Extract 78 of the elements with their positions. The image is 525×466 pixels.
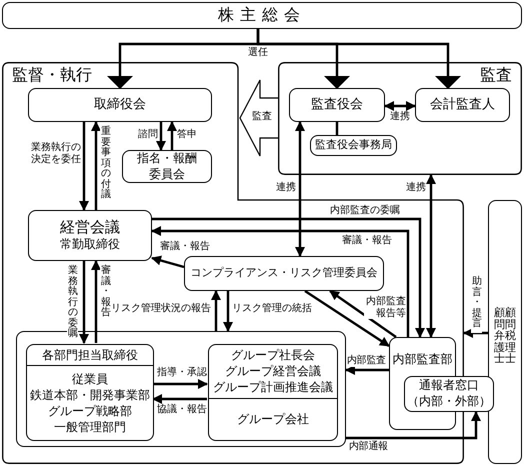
- arrow: [152, 394, 207, 404]
- edge-label: 助言・提言: [471, 277, 482, 333]
- box-text: グループ社長会: [231, 347, 315, 364]
- arrow: [211, 290, 221, 331]
- edge-label: 協議・報告: [157, 404, 207, 416]
- edge-label: リスク管理の統括: [232, 303, 312, 314]
- org-box: [26, 344, 154, 441]
- box-text: 一般管理部門: [54, 419, 126, 436]
- edge-label: 内部監査: [347, 355, 386, 366]
- advisor-panel: [488, 200, 522, 464]
- box-text: 経営会議: [60, 218, 120, 238]
- arrow: [329, 290, 397, 338]
- edge-label: 内部通報: [349, 441, 388, 452]
- arrow: [295, 121, 305, 257]
- org-box: [208, 344, 338, 441]
- arrow: [426, 174, 436, 338]
- arrow: [304, 290, 390, 347]
- arrow: [463, 328, 488, 338]
- org-box: [415, 88, 510, 122]
- box-text: 監査役会: [311, 96, 363, 114]
- arrow: [345, 365, 389, 375]
- edge-label: 連携: [276, 182, 296, 194]
- edge-label: 審議・報告: [160, 241, 210, 252]
- arrow: [384, 101, 416, 111]
- box-text: グループ会社: [237, 411, 309, 428]
- edge-label: 業務執行の決定を委任: [29, 142, 81, 165]
- box-text: 取締役会: [94, 96, 146, 114]
- org-box: [404, 376, 494, 412]
- connector-line: [336, 122, 338, 135]
- box-text: 従業員: [72, 370, 108, 387]
- edge-label: 内部監査の委嘱: [330, 205, 400, 216]
- edge-label: 連携: [390, 111, 410, 122]
- edge-label: リスク管理状況の報告: [111, 303, 211, 314]
- box-text: グループ戦略部: [48, 403, 132, 420]
- org-box: [122, 150, 212, 183]
- box-text: 会計監査人: [430, 96, 495, 114]
- meeting-bar: [2, 2, 522, 29]
- section-heading: 監督・執行: [12, 65, 92, 86]
- edge-label: 指導・承認: [157, 367, 207, 378]
- org-box: [28, 88, 212, 122]
- box-text: 常勤取締役: [60, 237, 120, 254]
- box-text: （内部・外部）: [407, 394, 491, 410]
- box-text: 内部監査部: [392, 352, 452, 368]
- edge-label: 諮問: [138, 129, 158, 140]
- edge-label: 連携: [406, 182, 426, 194]
- section-heading: 監査: [480, 65, 512, 86]
- org-box: [184, 256, 384, 291]
- arrow: [156, 122, 166, 151]
- arrow: [256, 29, 461, 89]
- section-panel: [278, 62, 522, 175]
- arrow: [153, 379, 208, 389]
- vertical-text: 顧問税理士: [505, 307, 516, 365]
- arrow: [346, 411, 481, 440]
- arrow: [151, 256, 184, 268]
- edge-label: 選任: [246, 47, 270, 58]
- box-text: コンプライアンス・リスク管理委員会: [190, 266, 378, 281]
- box-text: 鉄道本部・開発事業部: [30, 386, 150, 404]
- box-text: グループ計画推進会議: [213, 379, 333, 396]
- arrow: [223, 291, 233, 332]
- arrow: [79, 122, 89, 211]
- arrow: [167, 121, 177, 150]
- arrow: [79, 261, 89, 344]
- box-heading: 各部門担当取締役: [42, 347, 138, 364]
- edge-label: 審議・報告: [342, 235, 392, 246]
- box-text: グループ経営会議: [225, 363, 321, 380]
- edge-label: 監査: [251, 111, 273, 122]
- box-text: 監査役会事務局: [315, 138, 392, 153]
- edge-label: 答申: [177, 129, 197, 140]
- org-box: [310, 135, 397, 156]
- org-box: [28, 210, 152, 261]
- box-text: 指名・報酬委員会: [136, 150, 198, 182]
- box-text: 株主総会: [218, 5, 306, 26]
- arrow: [91, 121, 101, 210]
- arrow: [91, 260, 101, 343]
- vertical-text: 顧問弁護士: [494, 307, 505, 365]
- org-box: [289, 88, 385, 122]
- box-text: 通報者窓口: [419, 378, 479, 394]
- edge-label: 内部監査報告等: [364, 296, 406, 319]
